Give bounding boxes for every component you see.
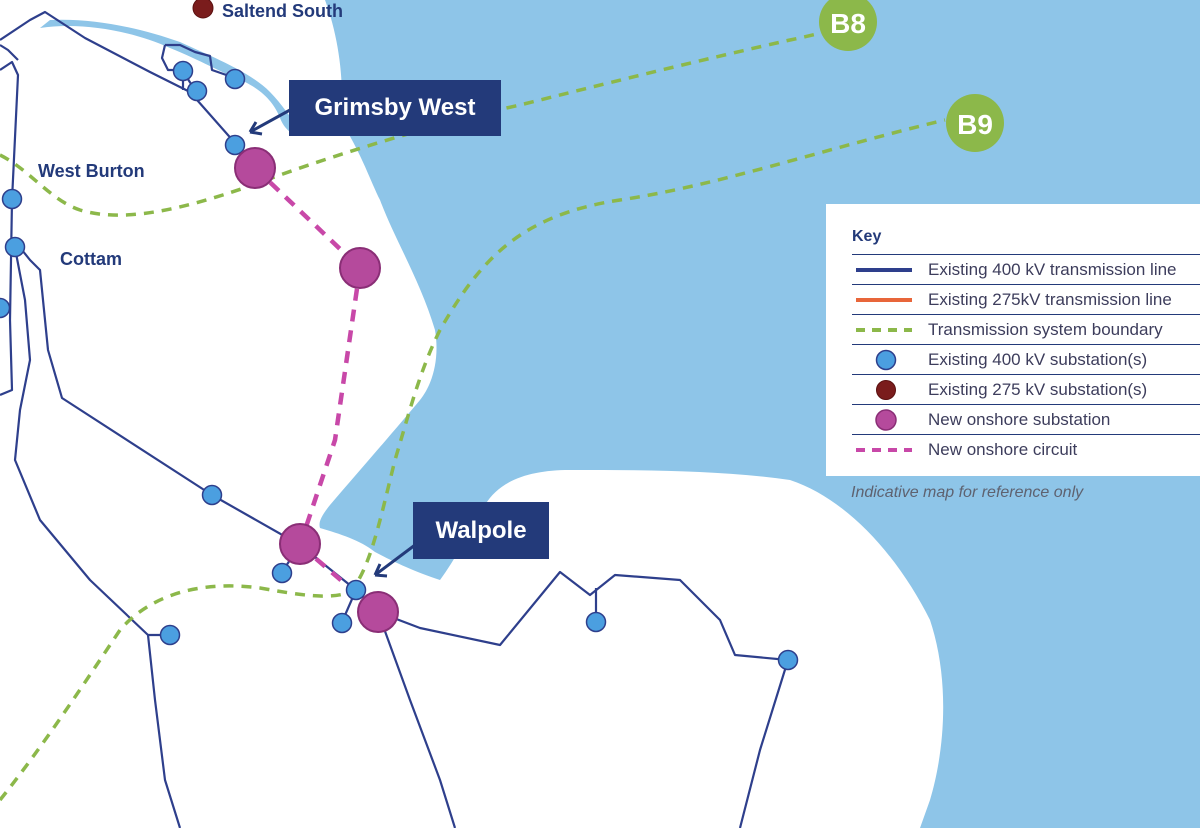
callout-walpole-label: Walpole xyxy=(435,516,527,544)
label-saltend-south: Saltend South xyxy=(222,1,343,21)
existing-400kv-substations xyxy=(0,60,799,671)
substation-400-swatch xyxy=(875,349,897,371)
substation-400 xyxy=(271,562,293,584)
key-row-new-substation: New onshore substation xyxy=(852,404,1200,435)
substation-400 xyxy=(0,297,11,319)
key-label: New onshore circuit xyxy=(928,440,1078,459)
substation-400 xyxy=(331,612,353,634)
key-row-line-275kv: Existing 275kV transmission line xyxy=(852,284,1200,315)
boundary-swatch xyxy=(856,328,912,332)
line-275kv-swatch xyxy=(856,298,912,302)
substation-400 xyxy=(201,484,223,506)
new-substation xyxy=(339,247,381,289)
key-row-new-circuit: New onshore circuit xyxy=(852,434,1200,465)
callout-grimsby-west-label: Grimsby West xyxy=(314,94,476,121)
key-title: Key xyxy=(852,228,882,245)
boundary-badge-b8: B8 xyxy=(819,0,877,51)
substation-400 xyxy=(224,68,246,90)
callout-arrows xyxy=(248,108,416,578)
map-key: Key Existing 400 kV transmission line Ex… xyxy=(826,204,1200,476)
boundary-label-b9: B9 xyxy=(957,109,993,140)
line-400kv-swatch xyxy=(856,268,912,272)
substation-400 xyxy=(159,624,181,646)
substation-400 xyxy=(585,611,607,633)
boundary-label-b8: B8 xyxy=(830,8,866,39)
substation-400 xyxy=(4,236,26,258)
callout-grimsby-west: Grimsby West xyxy=(289,80,501,136)
map-disclaimer: Indicative map for reference only xyxy=(851,484,1084,501)
key-label: Existing 275kV transmission line xyxy=(928,290,1172,309)
label-cottam: Cottam xyxy=(60,249,122,269)
new-substation-grimsby-west xyxy=(234,147,276,189)
substation-275 xyxy=(192,0,214,19)
substation-400 xyxy=(186,80,208,102)
label-west-burton: West Burton xyxy=(38,161,145,181)
new-onshore-substations xyxy=(234,147,399,633)
key-label: New onshore substation xyxy=(928,410,1111,429)
new-substation xyxy=(279,523,321,565)
land-mass xyxy=(0,0,944,828)
key-row-substation-400: Existing 400 kV substation(s) xyxy=(852,344,1200,375)
key-label: Existing 400 kV transmission line xyxy=(928,260,1177,279)
new-circuit-swatch xyxy=(856,448,912,452)
callout-walpole: Walpole xyxy=(413,502,549,559)
substation-400 xyxy=(1,188,23,210)
substation-400 xyxy=(345,579,367,601)
new-substation-swatch xyxy=(875,409,897,431)
key-label: Existing 400 kV substation(s) xyxy=(928,350,1148,369)
boundary-badge-b9: B9 xyxy=(946,94,1004,152)
transmission-boundaries xyxy=(0,26,946,802)
key-row-line-400kv: Existing 400 kV transmission line xyxy=(852,254,1200,285)
key-label: Existing 275 kV substation(s) xyxy=(928,380,1148,399)
substation-400 xyxy=(224,134,246,156)
estuary xyxy=(40,19,300,137)
key-row-substation-275: Existing 275 kV substation(s) xyxy=(852,374,1200,405)
substation-400 xyxy=(777,649,799,671)
substation-400 xyxy=(172,60,194,82)
key-label: Transmission system boundary xyxy=(928,320,1163,339)
substation-275-swatch xyxy=(876,380,896,400)
key-row-boundary: Transmission system boundary xyxy=(852,314,1200,345)
new-substation-walpole xyxy=(357,591,399,633)
